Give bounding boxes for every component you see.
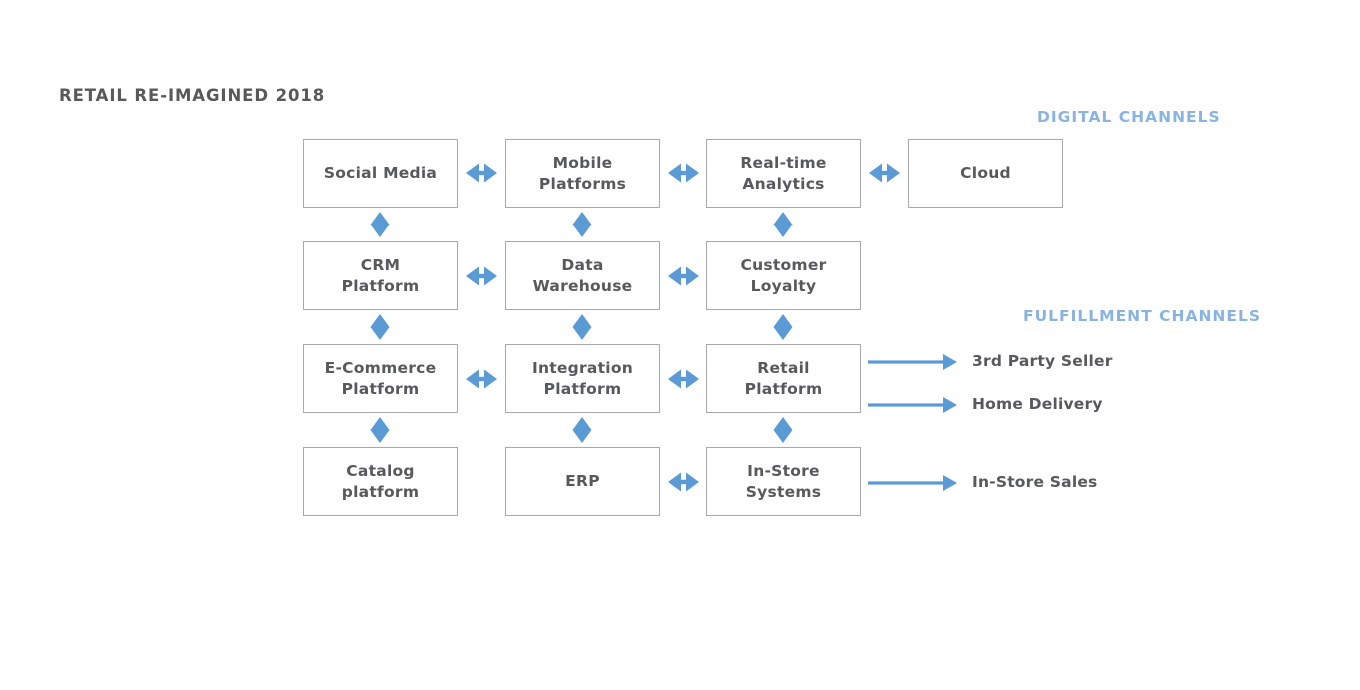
arrow-customer-loyalty--retail-platform [773, 314, 793, 340]
arrow-mobile-platforms--data-warehouse [572, 212, 592, 237]
arrow-ecommerce-platform--catalog-platform [370, 417, 390, 443]
arrow-mobile-platforms--realtime-analytics [668, 163, 699, 183]
arrow-crm-platform--ecommerce-platform [370, 314, 390, 340]
node-realtime-analytics[interactable]: Real-time Analytics [706, 139, 861, 208]
arrow-ecommerce-platform--integration-platform [466, 369, 497, 389]
node-data-warehouse[interactable]: Data Warehouse [505, 241, 660, 310]
arrow-integration-platform--erp [572, 417, 592, 443]
node-integration-platform[interactable]: Integration Platform [505, 344, 660, 413]
page-title: RETAIL RE-IMAGINED 2018 [59, 86, 326, 105]
arrow-retail-platform--instore-systems [773, 417, 793, 443]
node-ecommerce-platform[interactable]: E-Commerce Platform [303, 344, 458, 413]
arrow-to-home-delivery [868, 397, 957, 413]
arrow-realtime-analytics--cloud [869, 163, 900, 183]
channel-label-third-party-seller: 3rd Party Seller [972, 352, 1113, 370]
node-crm-platform[interactable]: CRM Platform [303, 241, 458, 310]
arrow-data-warehouse--customer-loyalty [668, 266, 699, 286]
node-customer-loyalty[interactable]: Customer Loyalty [706, 241, 861, 310]
channel-label-instore-sales: In-Store Sales [972, 473, 1098, 491]
node-mobile-platforms[interactable]: Mobile Platforms [505, 139, 660, 208]
arrow-realtime-analytics--customer-loyalty [773, 212, 793, 237]
node-social-media[interactable]: Social Media [303, 139, 458, 208]
arrow-erp--instore-systems [668, 472, 699, 492]
section-label-fulfillment-channels: FULFILLMENT CHANNELS [1023, 307, 1262, 325]
arrow-to-third-party-seller [868, 354, 957, 370]
arrow-data-warehouse--integration-platform [572, 314, 592, 340]
channel-label-home-delivery: Home Delivery [972, 395, 1103, 413]
arrow-to-instore-sales [868, 475, 957, 491]
node-cloud[interactable]: Cloud [908, 139, 1063, 208]
node-instore-systems[interactable]: In-Store Systems [706, 447, 861, 516]
node-catalog-platform[interactable]: Catalog platform [303, 447, 458, 516]
section-label-digital-channels: DIGITAL CHANNELS [1037, 108, 1221, 126]
arrow-social-media--crm-platform [370, 212, 390, 237]
node-erp[interactable]: ERP [505, 447, 660, 516]
arrow-social-media--mobile-platforms [466, 163, 497, 183]
node-retail-platform[interactable]: Retail Platform [706, 344, 861, 413]
arrow-integration-platform--retail-platform [668, 369, 699, 389]
arrow-crm-platform--data-warehouse [466, 266, 497, 286]
